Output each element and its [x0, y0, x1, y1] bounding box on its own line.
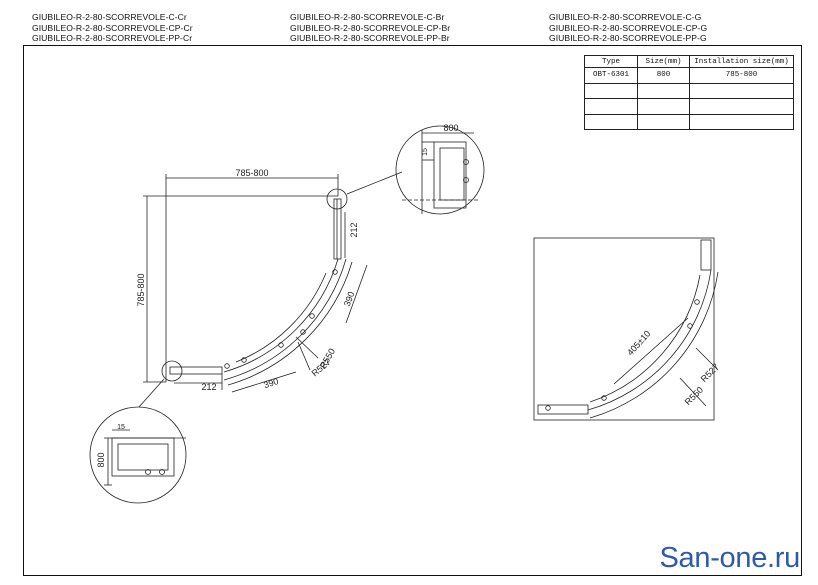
radius-leader	[679, 377, 707, 407]
door-dim-line	[613, 317, 689, 385]
dim-212-right: 212	[349, 222, 359, 237]
dim-left-label: 785-800	[136, 273, 146, 306]
side-profile-bottom	[537, 404, 589, 415]
roller	[309, 313, 315, 319]
side-profile-top	[700, 239, 712, 271]
bottom-profile	[169, 366, 223, 375]
roller	[545, 405, 551, 411]
model-name: GIUBILEO-R-2-80-SCORREVOLE-CP-Br	[290, 22, 451, 33]
profile-inner	[439, 147, 465, 201]
screw	[159, 469, 165, 475]
roller	[694, 299, 700, 305]
arc-door	[235, 272, 327, 363]
arc-glass	[227, 261, 353, 386]
model-name: GIUBILEO-R-2-80-SCORREVOLE-CP-G	[549, 22, 708, 33]
model-name: GIUBILEO-R-2-80-SCORREVOLE-C-Br	[290, 12, 445, 22]
roller	[601, 395, 607, 401]
profile-inner	[117, 443, 169, 471]
side-arc-outer	[589, 271, 719, 419]
model-list-chrome: GIUBILEO-R-2-80-SCORREVOLE-C-Cr GIUBILEO…	[32, 12, 193, 44]
arc-outer	[223, 258, 347, 381]
screw	[463, 159, 469, 165]
roller	[332, 269, 338, 275]
side-arc-inner	[587, 269, 712, 411]
radius-leader	[695, 347, 719, 371]
header-size: Size(mm)	[637, 55, 690, 68]
leader-line	[138, 378, 165, 408]
detail-circle	[395, 125, 485, 215]
model-name: GIUBILEO-R-2-80-SCORREVOLE-PP-G	[549, 33, 707, 44]
model-list-bronze: GIUBILEO-R-2-80-SCORREVOLE-C-Br GIUBILEO…	[290, 12, 450, 44]
bottom-detail	[89, 406, 187, 504]
roller	[278, 342, 284, 348]
detail-top-800: 800	[443, 123, 458, 133]
roller	[241, 357, 247, 363]
top-detail	[395, 125, 485, 215]
detail-circle	[89, 406, 187, 504]
watermark: San-one.ru	[659, 542, 801, 574]
roller	[224, 363, 230, 369]
chord-dim-line	[231, 371, 297, 393]
side-view	[533, 237, 719, 421]
dim-212-bottom: 212	[201, 382, 216, 392]
screw	[145, 469, 151, 475]
screw	[463, 177, 469, 183]
model-name: GIUBILEO-R-2-80-SCORREVOLE-PP-Br	[290, 33, 450, 44]
dim-top-label: 785-800	[235, 168, 268, 178]
detail-top-15: 15	[422, 148, 429, 156]
drawing-sheet	[23, 45, 802, 576]
detail-marker-top	[326, 188, 348, 210]
chord-dim-line	[345, 264, 368, 324]
side-radius-527: R527	[699, 362, 721, 384]
model-name: GIUBILEO-R-2-80-SCORREVOLE-PP-Cr	[32, 33, 193, 44]
arc-inner	[223, 258, 339, 373]
leader-line	[346, 171, 403, 195]
handle-knob	[300, 329, 306, 335]
radius-leader	[295, 336, 319, 359]
detail-marker-bottom	[161, 360, 183, 382]
profile-outline	[433, 141, 467, 209]
side-arc-door	[589, 274, 701, 403]
plan-view	[138, 171, 403, 408]
header-type: Type	[584, 55, 638, 68]
header-installation-size: Installation size(mm)	[689, 55, 794, 68]
side-radius-550: R550	[683, 385, 705, 407]
model-name: GIUBILEO-R-2-80-SCORREVOLE-C-Cr	[32, 12, 187, 22]
empty-cell	[689, 113, 794, 130]
right-profile	[333, 198, 342, 260]
roller	[687, 323, 693, 329]
dim-390-right: 390	[342, 290, 357, 308]
model-name: GIUBILEO-R-2-80-SCORREVOLE-CP-Cr	[32, 22, 193, 33]
radius-leader	[297, 341, 311, 371]
side-frame	[533, 237, 715, 421]
detail-bottom-15: 15	[117, 424, 125, 431]
dim-390-bottom: 390	[262, 376, 279, 390]
detail-bottom-800: 800	[96, 452, 106, 467]
model-list-gold: GIUBILEO-R-2-80-SCORREVOLE-C-G GIUBILEO-…	[549, 12, 707, 44]
model-name: GIUBILEO-R-2-80-SCORREVOLE-C-G	[549, 12, 702, 22]
spec-table: Type Size(mm) Installation size(mm) OBT-…	[584, 55, 794, 130]
